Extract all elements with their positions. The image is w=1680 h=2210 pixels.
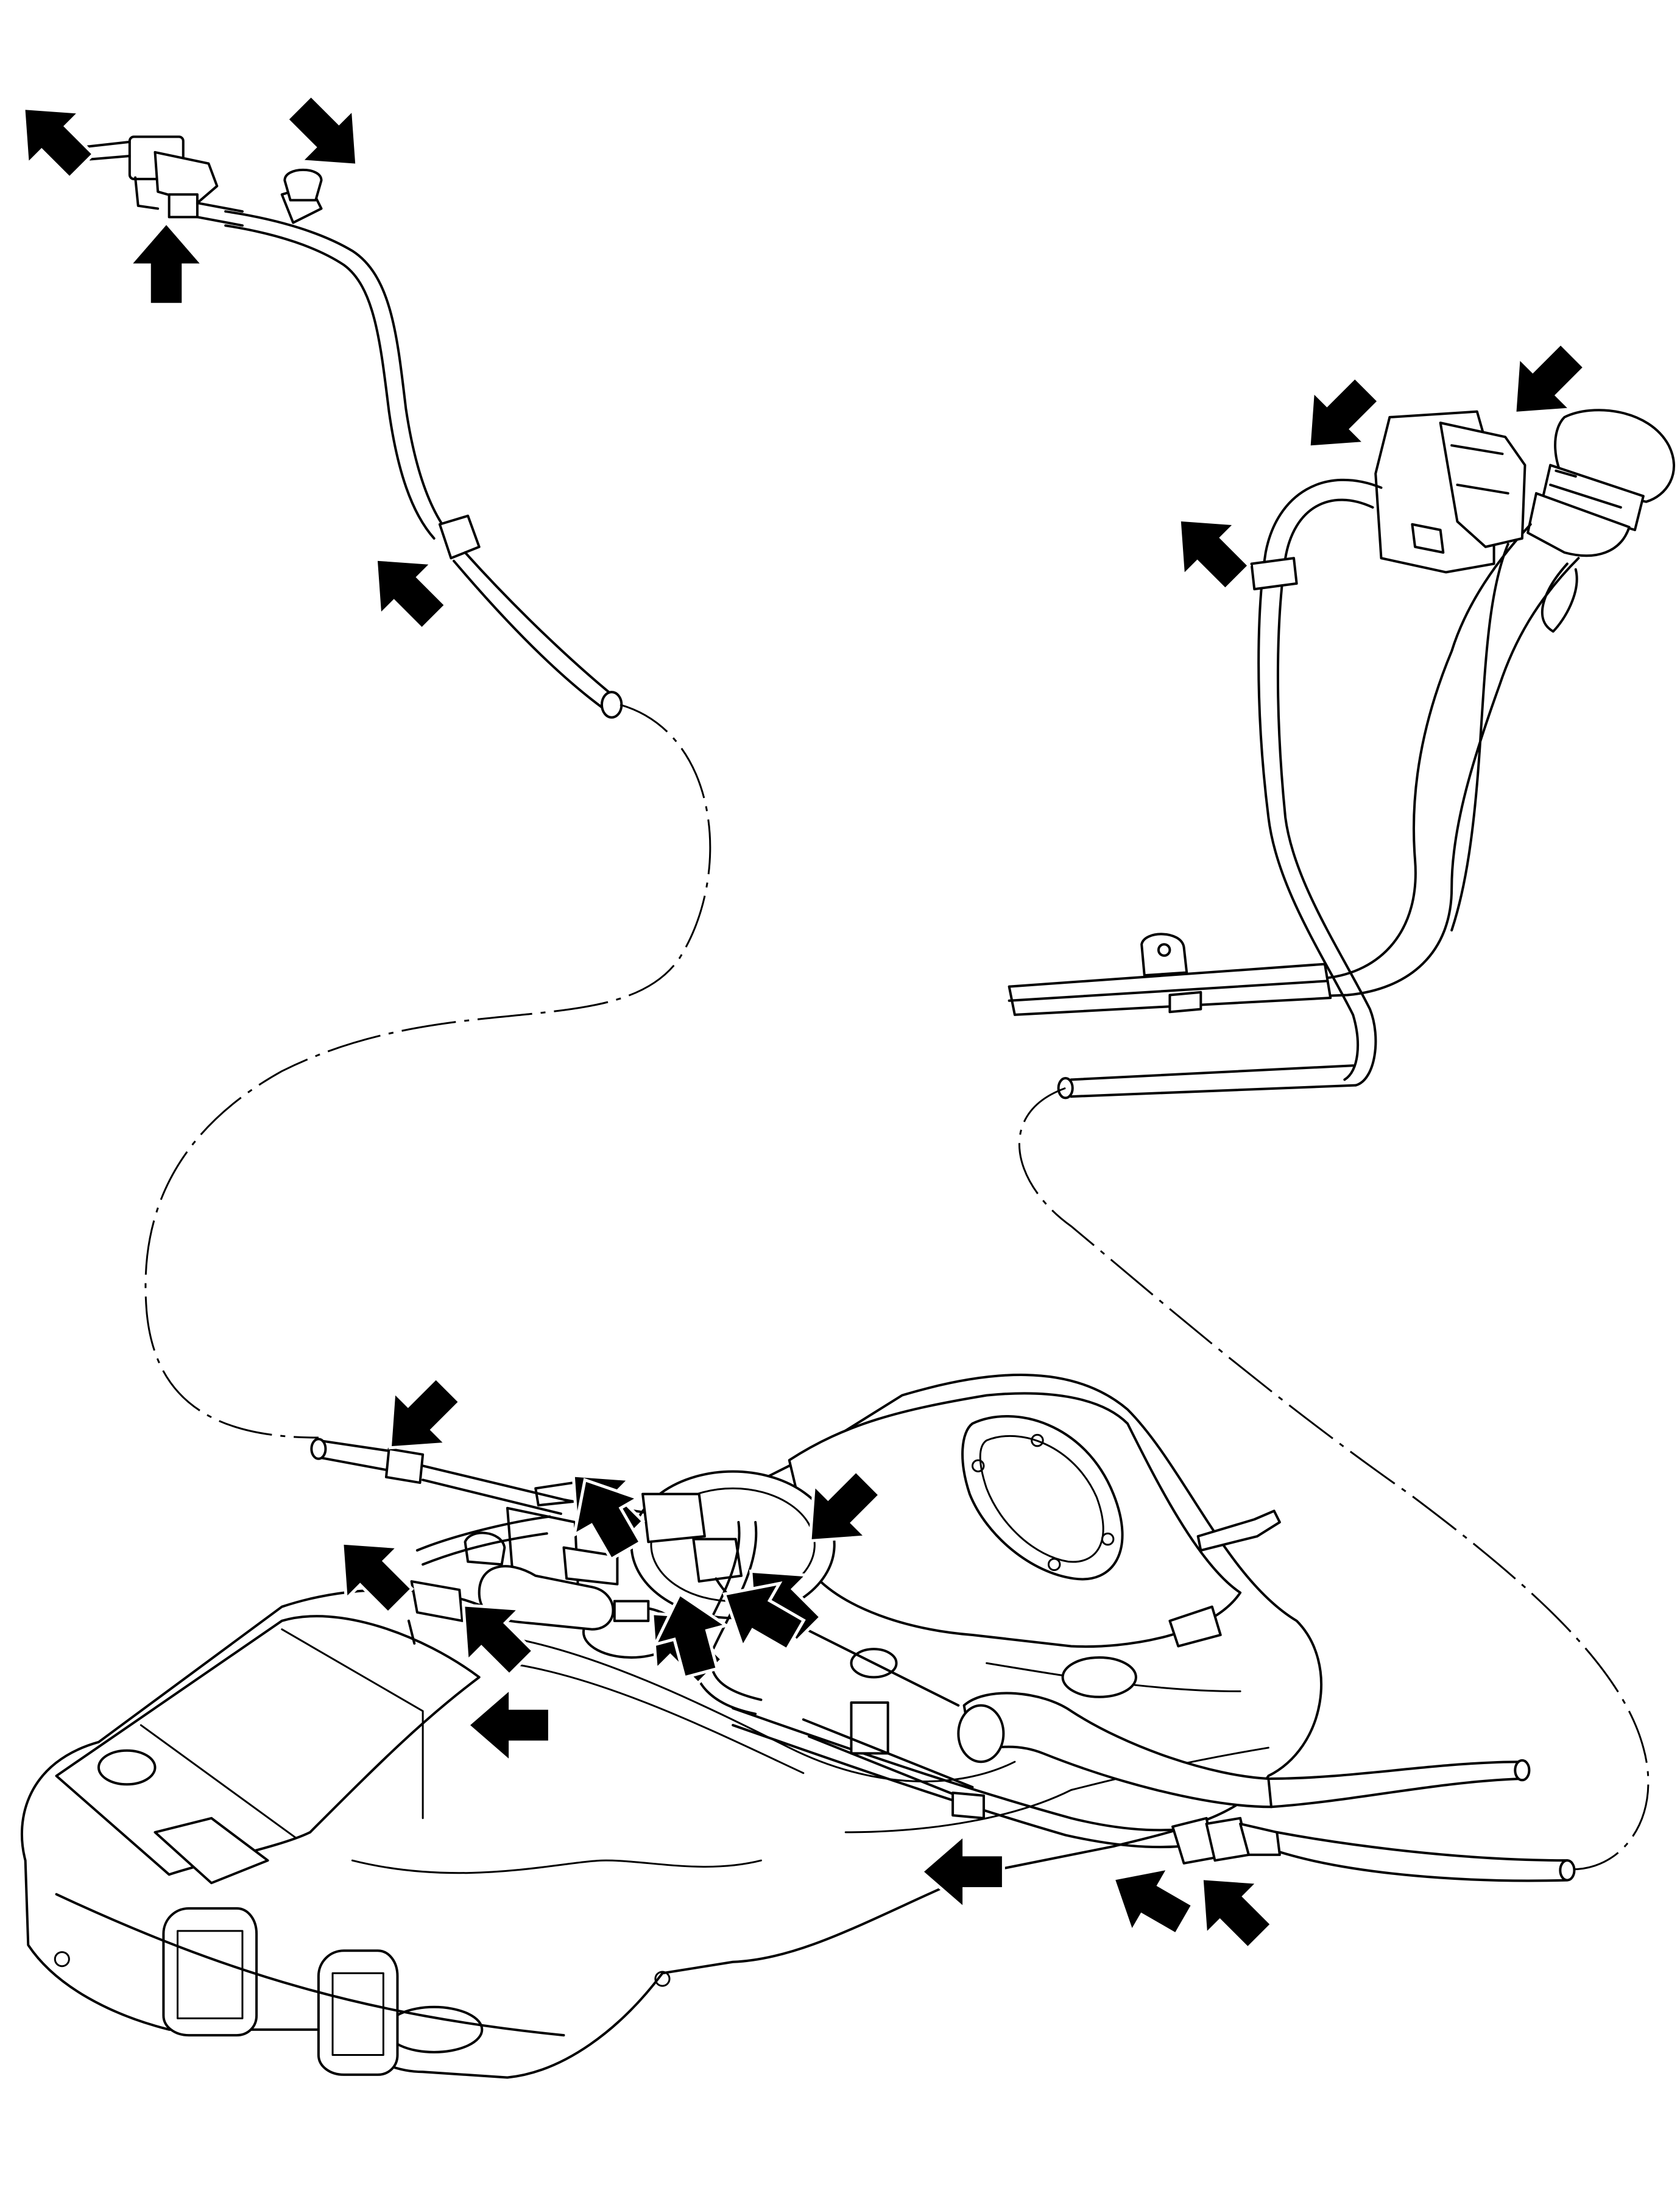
evap-connector-assembly [87, 136, 321, 225]
fuel-tank [22, 1375, 1321, 2077]
vapor-hose-upper [225, 211, 621, 718]
callout-arrow [130, 223, 203, 305]
filler-neck-assembly [1009, 410, 1674, 1098]
callout-arrow [0, 82, 107, 192]
routing-line-left [146, 705, 710, 1438]
callout-arrow [350, 534, 460, 643]
fuel-lines-on-tank [311, 1439, 1574, 1880]
routing-line-right [1019, 1088, 1648, 1869]
callout-arrow [1154, 494, 1263, 604]
callout-arrow [1283, 364, 1392, 473]
